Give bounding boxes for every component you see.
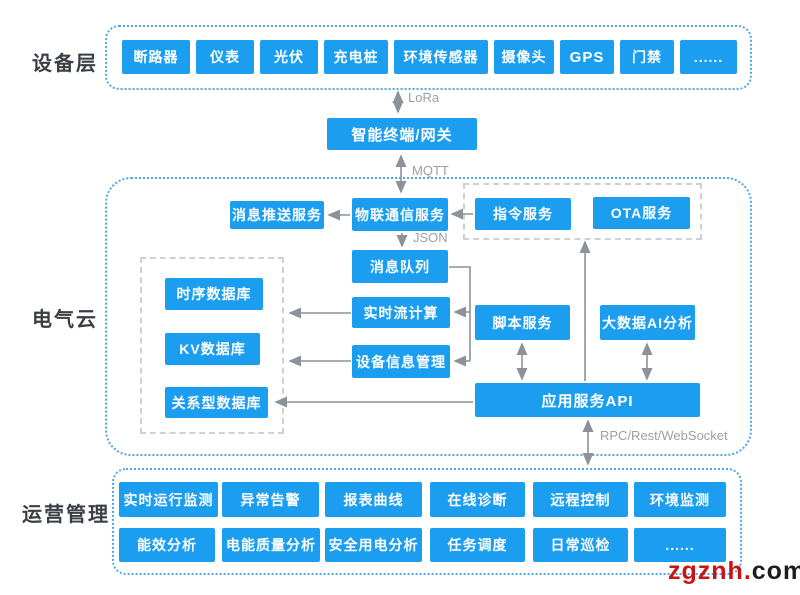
json-label: JSON xyxy=(413,230,448,245)
script-service-box: 脚本服务 xyxy=(475,305,570,340)
device-box-charging-pile: 充电桩 xyxy=(324,40,388,74)
timeseries-db-box: 时序数据库 xyxy=(165,278,263,310)
report-curve-box: 报表曲线 xyxy=(325,482,422,517)
safe-electricity-analysis-box: 安全用电分析 xyxy=(325,528,422,562)
ops-layer-label: 运营管理 xyxy=(22,504,110,526)
device-box-breaker: 断路器 xyxy=(122,40,190,74)
rpc-label: RPC/Rest/WebSocket xyxy=(600,428,728,443)
device-box-gps: GPS xyxy=(560,40,614,74)
task-scheduling-box: 任务调度 xyxy=(430,528,525,562)
device-box-access-control: 门禁 xyxy=(620,40,674,74)
device-layer-label: 设备层 xyxy=(32,53,98,75)
stream-computing-box: 实时流计算 xyxy=(352,297,450,328)
device-box-pv: 光伏 xyxy=(260,40,318,74)
mqtt-label: MQTT xyxy=(412,163,449,178)
env-monitoring-box: 环境监测 xyxy=(634,482,726,517)
energy-efficiency-analysis-box: 能效分析 xyxy=(119,528,215,562)
device-layer-container xyxy=(105,25,752,90)
command-service-box: 指令服务 xyxy=(475,198,571,230)
daily-inspection-box: 日常巡检 xyxy=(533,528,628,562)
device-info-management-box: 设备信息管理 xyxy=(352,345,450,378)
cloud-layer-label: 电气云 xyxy=(32,309,98,331)
message-queue-box: 消息队列 xyxy=(352,250,448,283)
remote-control-box: 远程控制 xyxy=(533,482,628,517)
cloud-layer-container xyxy=(105,177,752,456)
kv-db-box: KV数据库 xyxy=(165,333,260,365)
watermark: zgznh.com xyxy=(668,557,800,586)
power-quality-analysis-box: 电能质量分析 xyxy=(222,528,320,562)
app-service-api-box: 应用服务API xyxy=(475,383,700,417)
bigdata-ai-analysis-box: 大数据AI分析 xyxy=(600,305,695,340)
device-box-meter: 仪表 xyxy=(196,40,254,74)
relational-db-box: 关系型数据库 xyxy=(165,387,268,418)
iot-comm-service-box: 物联通信服务 xyxy=(352,198,448,231)
ops-layer-container xyxy=(112,468,742,575)
watermark-black-part: com xyxy=(751,557,800,585)
realtime-monitoring-box: 实时运行监测 xyxy=(119,482,218,517)
ota-service-box: OTA服务 xyxy=(593,197,690,229)
anomaly-alert-box: 异常告警 xyxy=(222,482,319,517)
online-diagnosis-box: 在线诊断 xyxy=(430,482,525,517)
database-group xyxy=(140,257,284,434)
message-push-service-box: 消息推送服务 xyxy=(230,201,324,229)
gateway-box: 智能终端/网关 xyxy=(327,118,477,150)
device-box-camera: 摄像头 xyxy=(494,40,554,74)
watermark-red-part: zgznh. xyxy=(668,557,752,585)
lora-label: LoRa xyxy=(408,90,440,105)
device-box-env-sensor: 环境传感器 xyxy=(394,40,488,74)
ops-more-box: ...... xyxy=(634,528,726,562)
command-ota-group xyxy=(463,183,702,240)
device-box-more: ...... xyxy=(680,40,737,74)
